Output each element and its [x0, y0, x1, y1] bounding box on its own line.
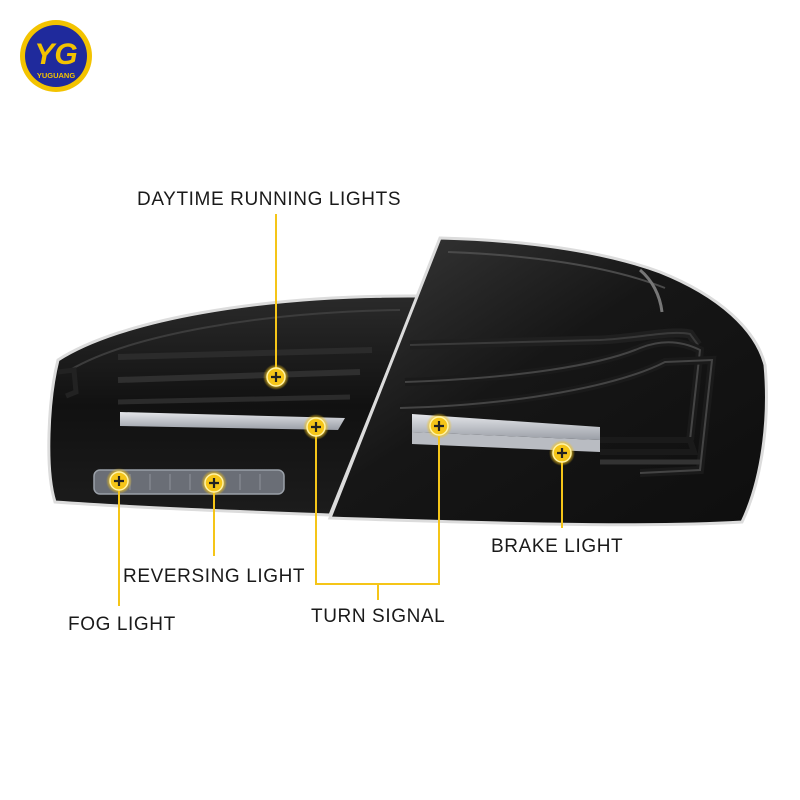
plus-marker-icon	[303, 414, 329, 440]
callout-lines	[118, 214, 563, 606]
yuguang-logo: YG YUGUANG	[20, 20, 92, 92]
turn-signal-label: TURN SIGNAL	[311, 606, 446, 627]
left-lamp-unit	[47, 294, 421, 517]
reversing-light-label: REVERSING LIGHT	[123, 566, 306, 587]
left-turn-lens	[120, 412, 345, 430]
plus-marker-icon	[263, 364, 289, 390]
logo-wordmark: YUGUANG	[37, 71, 76, 80]
plus-marker-icon	[426, 413, 452, 439]
plus-marker-icon	[549, 440, 575, 466]
right-turn-lens	[412, 414, 600, 440]
plus-marker-icon	[106, 468, 132, 494]
fog-light-label: FOG LIGHT	[68, 614, 176, 635]
logo-letters: YG	[34, 38, 77, 71]
brake-light-label: BRAKE LIGHT	[491, 536, 624, 557]
daytime-running-lights-label: DAYTIME RUNNING LIGHTS	[137, 189, 402, 210]
reversing-fog-lens	[93, 469, 285, 495]
right-lamp-unit	[327, 236, 768, 527]
plus-marker-icon	[201, 470, 227, 496]
